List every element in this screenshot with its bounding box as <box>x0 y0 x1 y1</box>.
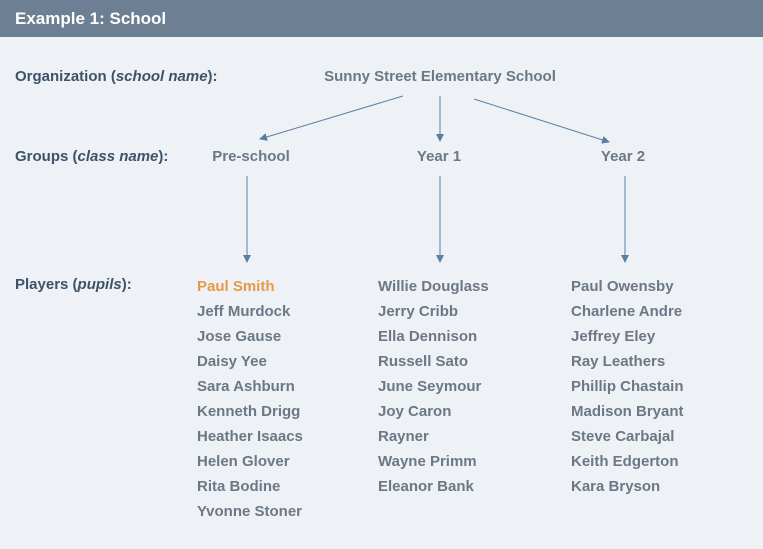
groups-row-label: Groups (class name): <box>15 148 169 165</box>
player-item: Wayne Primm <box>378 453 477 470</box>
player-item: Willie Douglass <box>378 278 489 295</box>
player-item: Rita Bodine <box>197 478 281 495</box>
player-item: Yvonne Stoner <box>197 503 303 520</box>
player-item: Paul Owensby <box>571 278 674 295</box>
player-item: Jose Gause <box>197 328 282 345</box>
arrow-org-to-year-2 <box>473 98 610 144</box>
player-item: Joy Caron <box>378 403 452 420</box>
player-item: Phillip Chastain <box>571 378 684 395</box>
player-item: Jerry Cribb <box>378 303 459 320</box>
player-item: Heather Isaacs <box>197 428 303 445</box>
player-item: Madison Bryant <box>571 403 684 420</box>
player-item: Russell Sato <box>378 353 469 370</box>
group-node-year-1: Year 1 <box>416 148 462 165</box>
organization-node: Sunny Street Elementary School <box>324 68 556 85</box>
player-item: Paul Smith <box>197 278 275 295</box>
player-item: Keith Edgerton <box>571 453 679 470</box>
player-item: Ray Leathers <box>571 353 666 370</box>
group-node-preschool: Pre-school <box>212 148 290 165</box>
player-item: Eleanor Bank <box>378 478 474 495</box>
page-title: Example 1: School <box>15 8 167 28</box>
header-bar: Example 1: School <box>0 0 763 37</box>
players-row-label: Players (pupils): <box>15 276 132 293</box>
player-item: Kenneth Drigg <box>197 403 301 420</box>
player-item: Ella Dennison <box>378 328 478 345</box>
player-item: Sara Ashburn <box>197 378 295 395</box>
player-item: Kara Bryson <box>571 478 661 495</box>
player-item: June Seymour <box>378 378 482 395</box>
player-item: Rayner <box>378 428 429 445</box>
player-item: Jeff Murdock <box>197 303 291 320</box>
player-item: Charlene Andre <box>571 303 683 320</box>
group-node-year-2: Year 2 <box>600 148 646 165</box>
player-item: Helen Glover <box>197 453 290 470</box>
player-item: Steve Carbajal <box>571 428 675 445</box>
player-item: Daisy Yee <box>197 353 267 370</box>
arrow-org-to-preschool <box>259 95 404 141</box>
organization-row-label: Organization (school name): <box>15 68 218 85</box>
player-item: Jeffrey Eley <box>571 328 656 345</box>
